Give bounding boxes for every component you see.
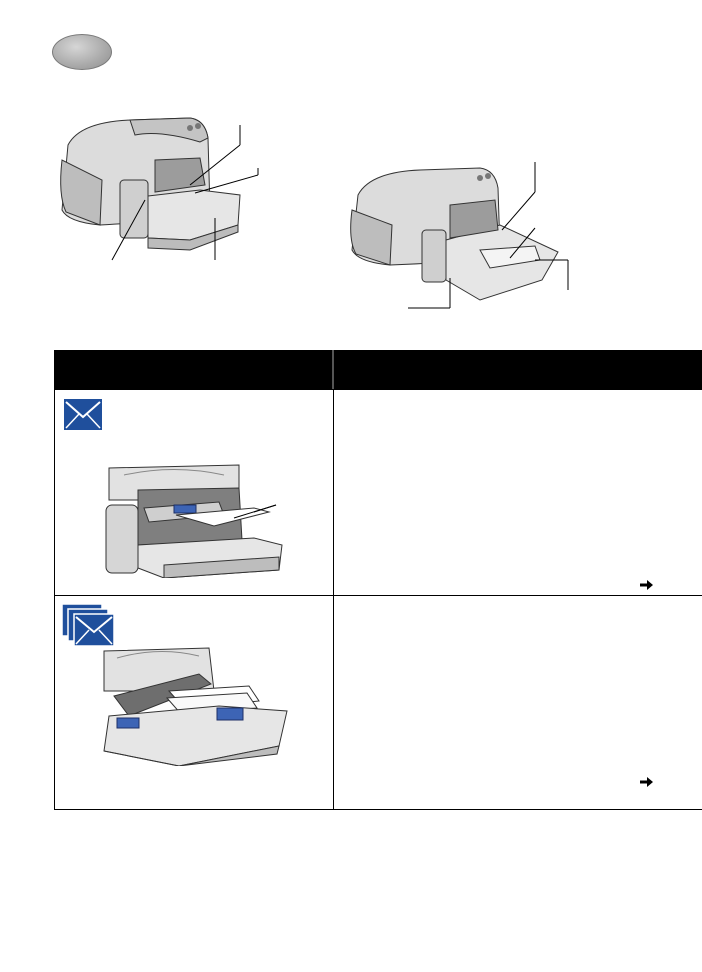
table-header	[54, 350, 702, 389]
row-col-divider	[333, 596, 334, 809]
single-envelope-loading-illustration	[105, 464, 283, 578]
table-row	[54, 595, 702, 809]
arrow-right-icon	[640, 777, 653, 787]
printer-illustration-front	[60, 117, 259, 261]
printer-illustration-side	[350, 162, 569, 309]
section-tab-circle	[52, 34, 112, 70]
row-left-border	[54, 390, 55, 595]
row-col-divider	[333, 390, 334, 595]
envelope-stack-icon	[62, 604, 115, 647]
row-left-border	[54, 596, 55, 809]
header-divider	[332, 350, 334, 389]
envelope-icon	[64, 399, 102, 430]
arrow-right-icon	[640, 580, 653, 590]
media-table	[54, 350, 702, 810]
envelope-stack-loading-illustration	[103, 647, 288, 766]
table-row	[54, 389, 702, 595]
